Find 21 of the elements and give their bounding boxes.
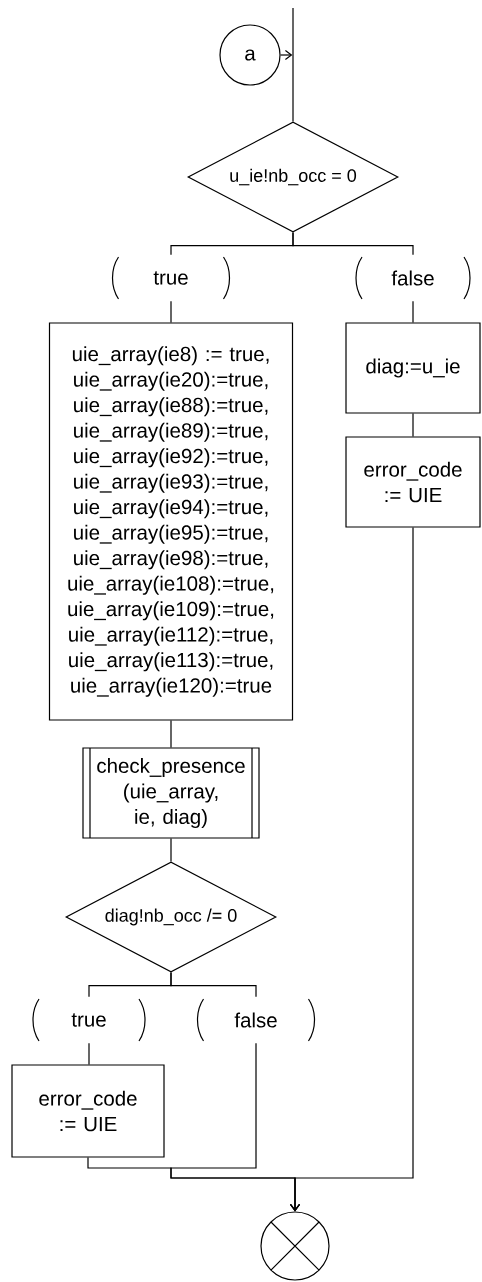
flow-line xyxy=(289,527,414,1212)
flow-line xyxy=(412,413,414,437)
flow-line xyxy=(170,300,172,323)
stop-symbol xyxy=(260,1211,330,1281)
flow-line xyxy=(280,49,293,61)
task-box: diag:=u_ie xyxy=(345,322,481,414)
answer-label: true xyxy=(32,998,146,1042)
flow-line xyxy=(292,232,414,256)
answer-label: false xyxy=(355,256,471,300)
task-box: error_code := UIE xyxy=(345,436,481,528)
task-box: uie_array(ie8) := true, uie_array(ie20):=true, uie_array(ie88):=true, uie_array(ie89):=true, uie_array(ie92):=true, uie_array(ie93):=true, uie_array(ie94):=true, uie_array(ie95):=true, uie_array(ie98):=true, uie_array(ie108):=true, uie_array(ie109):=true, uie_array(ie112):=true, uie_array(ie113):=true, uie_array(ie120):=true xyxy=(48,322,294,721)
flow-line xyxy=(170,972,257,998)
task-box: error_code := UIE xyxy=(11,1064,165,1158)
flow-line xyxy=(292,7,294,122)
flow-line xyxy=(88,1042,90,1065)
flow-line xyxy=(170,838,172,862)
flow-line xyxy=(170,720,172,748)
flow-line xyxy=(412,300,414,323)
answer-label: false xyxy=(196,998,316,1042)
answer-label: true xyxy=(111,256,231,300)
procedure-box: check_presence (uie_array, ie, diag) xyxy=(82,747,260,839)
